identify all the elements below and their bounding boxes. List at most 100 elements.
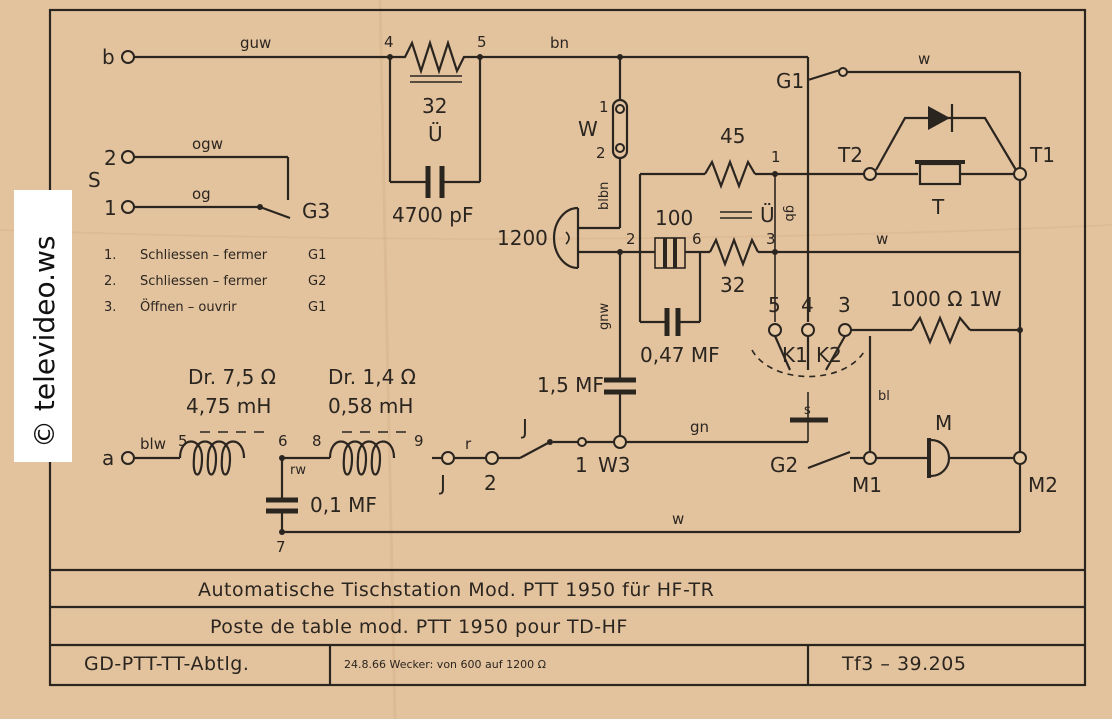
svg-text:45: 45 bbox=[720, 124, 745, 148]
wire-label-gn: gn bbox=[690, 418, 709, 436]
terminal-s: S 2 1 ogw og G3 bbox=[88, 135, 330, 223]
svg-text:ogw: ogw bbox=[192, 135, 223, 153]
watermark: © televideo.ws bbox=[14, 190, 72, 462]
svg-text:G3: G3 bbox=[302, 199, 330, 223]
capacitor-047mf: 0,47 MF bbox=[640, 308, 720, 367]
svg-text:5: 5 bbox=[477, 33, 487, 51]
capacitor-100: 100 6 bbox=[654, 206, 702, 269]
receiver-t: T2 T1 T bbox=[837, 104, 1055, 219]
svg-text:G1: G1 bbox=[308, 248, 326, 263]
department: GD-PTT-TT-Abtlg. bbox=[84, 653, 249, 675]
svg-text:32: 32 bbox=[720, 273, 745, 297]
svg-text:M1: M1 bbox=[852, 473, 882, 497]
svg-text:0,58 mH: 0,58 mH bbox=[328, 394, 413, 418]
svg-text:100: 100 bbox=[655, 206, 693, 230]
bell-1200: 1200 bbox=[497, 206, 580, 270]
svg-text:b: b bbox=[102, 45, 115, 69]
switch-legend: 1. Schliessen – fermer G1 2. Schliessen … bbox=[104, 248, 326, 315]
svg-text:1200: 1200 bbox=[497, 226, 548, 250]
wire-label-guw: guw bbox=[240, 34, 271, 52]
title-fr: Poste de table mod. PTT 1950 pour TD-HF bbox=[210, 616, 628, 638]
svg-text:M2: M2 bbox=[1028, 473, 1058, 497]
svg-text:T1: T1 bbox=[1029, 143, 1055, 167]
svg-text:8: 8 bbox=[312, 432, 322, 450]
svg-text:0,1 MF: 0,1 MF bbox=[310, 493, 377, 517]
svg-text:W: W bbox=[578, 117, 598, 141]
wire-label-blw: blw bbox=[140, 435, 166, 453]
svg-text:K2: K2 bbox=[816, 343, 842, 367]
capacitor-4700pf: 4700 pF bbox=[392, 166, 473, 227]
svg-text:G2: G2 bbox=[308, 274, 326, 289]
svg-text:Ü: Ü bbox=[760, 203, 775, 227]
svg-text:og: og bbox=[192, 185, 211, 203]
resistor-45: 45 1 bbox=[704, 124, 781, 190]
svg-text:9: 9 bbox=[414, 432, 424, 450]
capacitor-15mf: 1,5 MF bbox=[537, 373, 636, 397]
svg-text:5: 5 bbox=[178, 432, 188, 450]
title-de: Automatische Tischstation Mod. PTT 1950 … bbox=[198, 579, 714, 601]
svg-text:a: a bbox=[102, 446, 114, 470]
switch-j: J 1 W3 bbox=[498, 415, 631, 477]
svg-text:Dr. 7,5 Ω: Dr. 7,5 Ω bbox=[188, 365, 276, 389]
svg-text:J: J bbox=[520, 415, 528, 439]
svg-text:7: 7 bbox=[276, 538, 286, 556]
k-pin-3: 3 bbox=[838, 293, 851, 317]
wire-label-rw: rw bbox=[290, 463, 306, 478]
svg-text:Schliessen – fermer: Schliessen – fermer bbox=[140, 248, 268, 263]
k-pin-4: 4 bbox=[801, 293, 814, 317]
wire-label-w-mid: w bbox=[876, 230, 888, 248]
svg-text:0,47 MF: 0,47 MF bbox=[640, 343, 720, 367]
svg-text:r: r bbox=[465, 435, 472, 453]
svg-text:Dr. 1,4 Ω: Dr. 1,4 Ω bbox=[328, 365, 416, 389]
jack-j: J r 2 bbox=[438, 435, 499, 495]
wire-label-w-top: w bbox=[918, 50, 930, 68]
wire-label-gb: gb bbox=[782, 205, 797, 222]
svg-text:2: 2 bbox=[484, 471, 497, 495]
switch-g2: gn G2 bbox=[620, 418, 864, 477]
svg-text:1: 1 bbox=[771, 148, 781, 166]
svg-text:2: 2 bbox=[596, 144, 606, 162]
transformer-u: 4 5 32 Ü bbox=[384, 33, 487, 146]
svg-text:K1: K1 bbox=[782, 343, 808, 367]
svg-text:G1: G1 bbox=[776, 69, 804, 93]
svg-text:1: 1 bbox=[599, 98, 609, 116]
wire-label-bn: bn bbox=[550, 34, 569, 52]
revision-note: 24.8.66 Wecker: von 600 auf 1200 Ω bbox=[344, 658, 546, 671]
svg-text:T2: T2 bbox=[837, 143, 863, 167]
svg-text:Öffnen – ouvrir: Öffnen – ouvrir bbox=[140, 298, 237, 315]
resistor-32: Ü 32 3 bbox=[709, 203, 776, 297]
svg-text:32: 32 bbox=[422, 94, 447, 118]
svg-text:3.: 3. bbox=[104, 300, 116, 315]
svg-text:2: 2 bbox=[626, 230, 636, 248]
svg-text:4700 pF: 4700 pF bbox=[392, 203, 473, 227]
svg-text:1.: 1. bbox=[104, 248, 116, 263]
switch-k: 5 4 3 K1 K2 s bbox=[751, 293, 866, 423]
drawing-number: Tf3 – 39.205 bbox=[841, 653, 966, 675]
svg-text:T: T bbox=[931, 195, 945, 219]
svg-text:J: J bbox=[438, 471, 446, 495]
wire-label-w-bottom: w bbox=[672, 510, 684, 528]
svg-text:4,75 mH: 4,75 mH bbox=[186, 394, 271, 418]
wire-label-blbn: blbn bbox=[597, 182, 612, 210]
choke-dr1: Dr. 7,5 Ω 4,75 mH 5 6 bbox=[178, 365, 288, 476]
wire-label-bl: bl bbox=[878, 389, 890, 404]
svg-text:1000 Ω 1W: 1000 Ω 1W bbox=[890, 287, 1002, 311]
microphone-m: M M1 M2 bbox=[852, 411, 1058, 497]
svg-text:4: 4 bbox=[384, 33, 394, 51]
switch-g1: G1 bbox=[776, 67, 848, 93]
svg-text:G2: G2 bbox=[770, 453, 798, 477]
svg-text:6: 6 bbox=[278, 432, 288, 450]
svg-text:Schliessen – fermer: Schliessen – fermer bbox=[140, 274, 268, 289]
terminal-b: b bbox=[102, 45, 135, 69]
resistor-1000: 1000 Ω 1W bbox=[890, 287, 1002, 345]
svg-text:6: 6 bbox=[692, 230, 702, 248]
svg-text:G1: G1 bbox=[308, 300, 326, 315]
svg-text:M: M bbox=[935, 411, 952, 435]
svg-text:2: 2 bbox=[104, 146, 117, 170]
svg-text:1: 1 bbox=[575, 453, 588, 477]
choke-dr2: Dr. 1,4 Ω 0,58 mH 8 9 bbox=[312, 365, 424, 476]
svg-text:2.: 2. bbox=[104, 274, 116, 289]
svg-text:3: 3 bbox=[766, 230, 776, 248]
svg-text:W3: W3 bbox=[598, 453, 631, 477]
